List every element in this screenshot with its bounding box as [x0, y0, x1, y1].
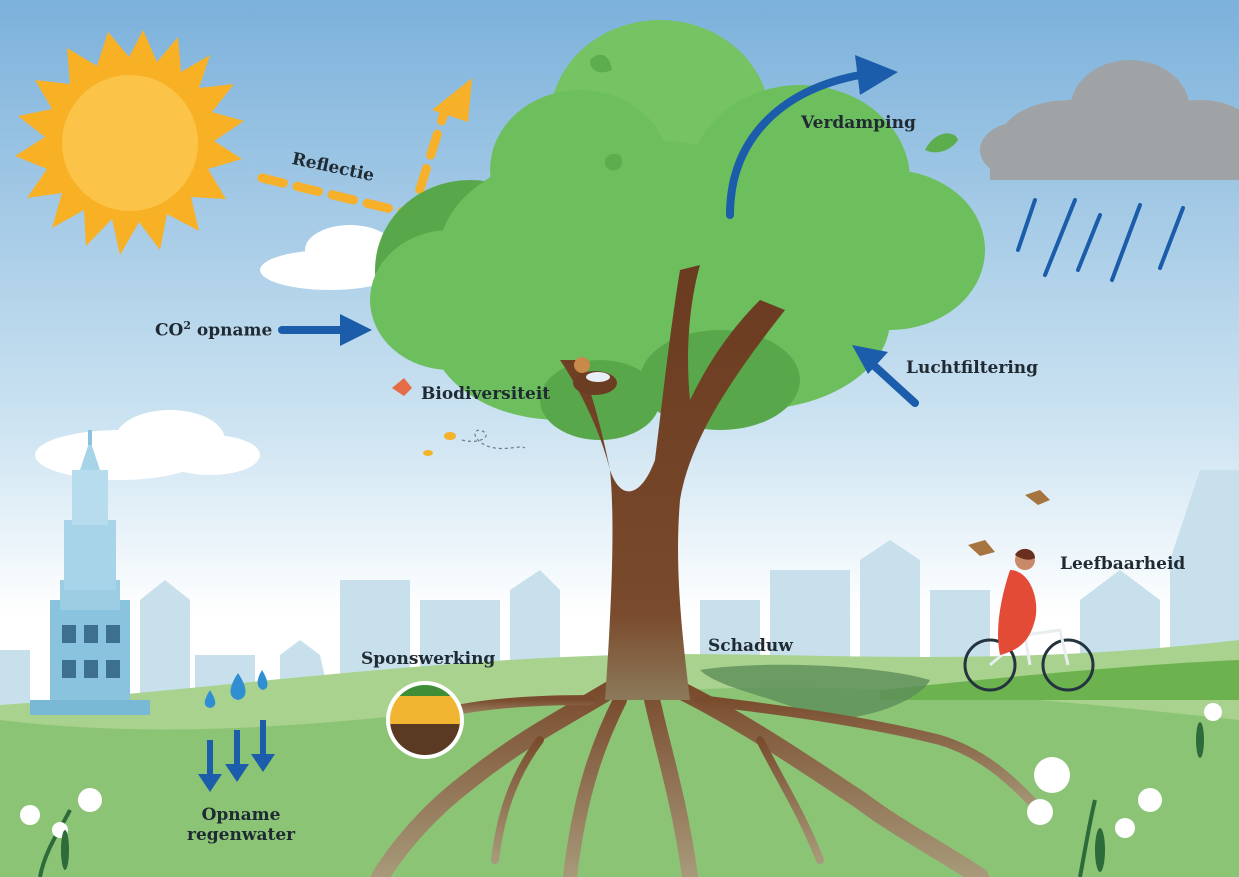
label-opname-line1: Opname [201, 805, 281, 825]
flowers-left [20, 788, 102, 877]
label-co2-opname: CO2 opname [155, 319, 273, 341]
water-drops [204, 670, 268, 708]
gray-cloud [980, 60, 1239, 180]
tree-trunk [560, 265, 785, 700]
white-cloud-middle [260, 225, 400, 290]
label-leefbaarheid: Leefbaarheid [1060, 554, 1186, 574]
church-tower [30, 430, 150, 715]
label-schaduw: Schaduw [708, 636, 793, 656]
butterfly-icon [392, 378, 412, 396]
white-cloud-left [35, 410, 260, 480]
right-meadow [880, 660, 1239, 700]
label-opname-line2: regenwater [187, 824, 296, 845]
soil-sample-icon [386, 681, 464, 759]
label-verdamping: Verdamping [801, 113, 916, 133]
flowers-right [1027, 703, 1222, 877]
luchtfiltering-arrow [852, 345, 919, 407]
label-luchtfiltering: Luchtfiltering [906, 358, 1039, 378]
bird-nest [573, 357, 617, 395]
co2-sup: 2 [183, 319, 191, 332]
sun [15, 30, 244, 255]
label-biodiversiteit: Biodiversiteit [421, 384, 551, 404]
verdamping-arrow [726, 55, 898, 219]
co2-rest: opname [191, 320, 273, 341]
co2-text: CO [155, 320, 184, 341]
cyclist [963, 548, 1095, 692]
bee-icon [423, 429, 526, 456]
tree-roots [371, 681, 1045, 877]
rainwater-arrows [198, 720, 275, 792]
label-sponswerking: Sponswerking [361, 649, 496, 669]
label-opname-regenwater: Opname regenwater [187, 805, 296, 845]
rain [1016, 198, 1185, 282]
bird-icon [968, 490, 1050, 556]
co2-arrow [278, 314, 372, 346]
tree-shadow [700, 664, 930, 720]
